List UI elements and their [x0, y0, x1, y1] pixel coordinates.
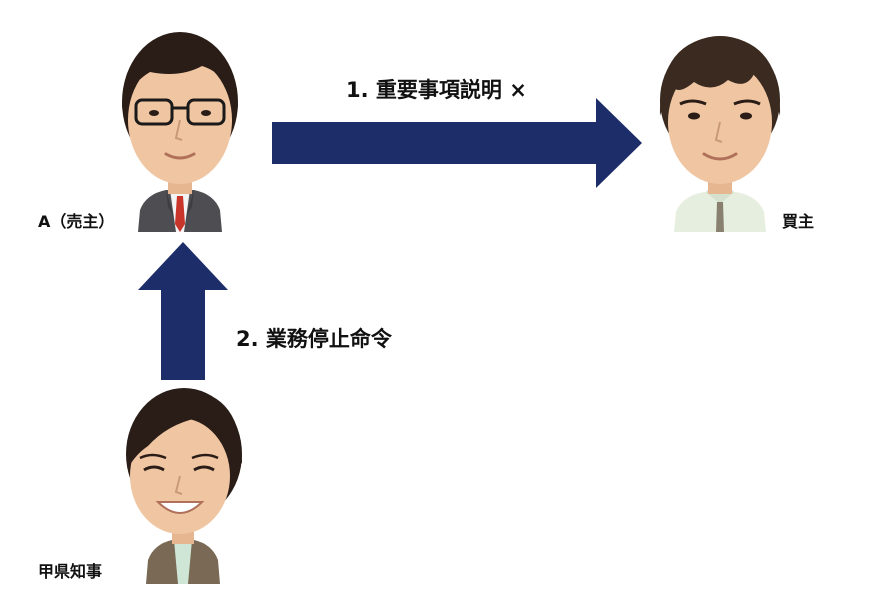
seller-avatar-man-with-glasses-icon [122, 32, 238, 232]
arrow-right-icon [272, 98, 642, 188]
arrow-up-icon [138, 242, 228, 380]
buyer-avatar-young-man-icon [659, 36, 781, 232]
seller-label: A（売主） [38, 212, 115, 231]
buyer-label: 買主 [782, 212, 815, 231]
governor-avatar-woman-icon [126, 388, 242, 584]
governor-label: 甲県知事 [38, 562, 103, 581]
step1-label: 1. 重要事項説明 × [346, 78, 527, 102]
step2-label: 2. 業務停止命令 [236, 327, 392, 351]
